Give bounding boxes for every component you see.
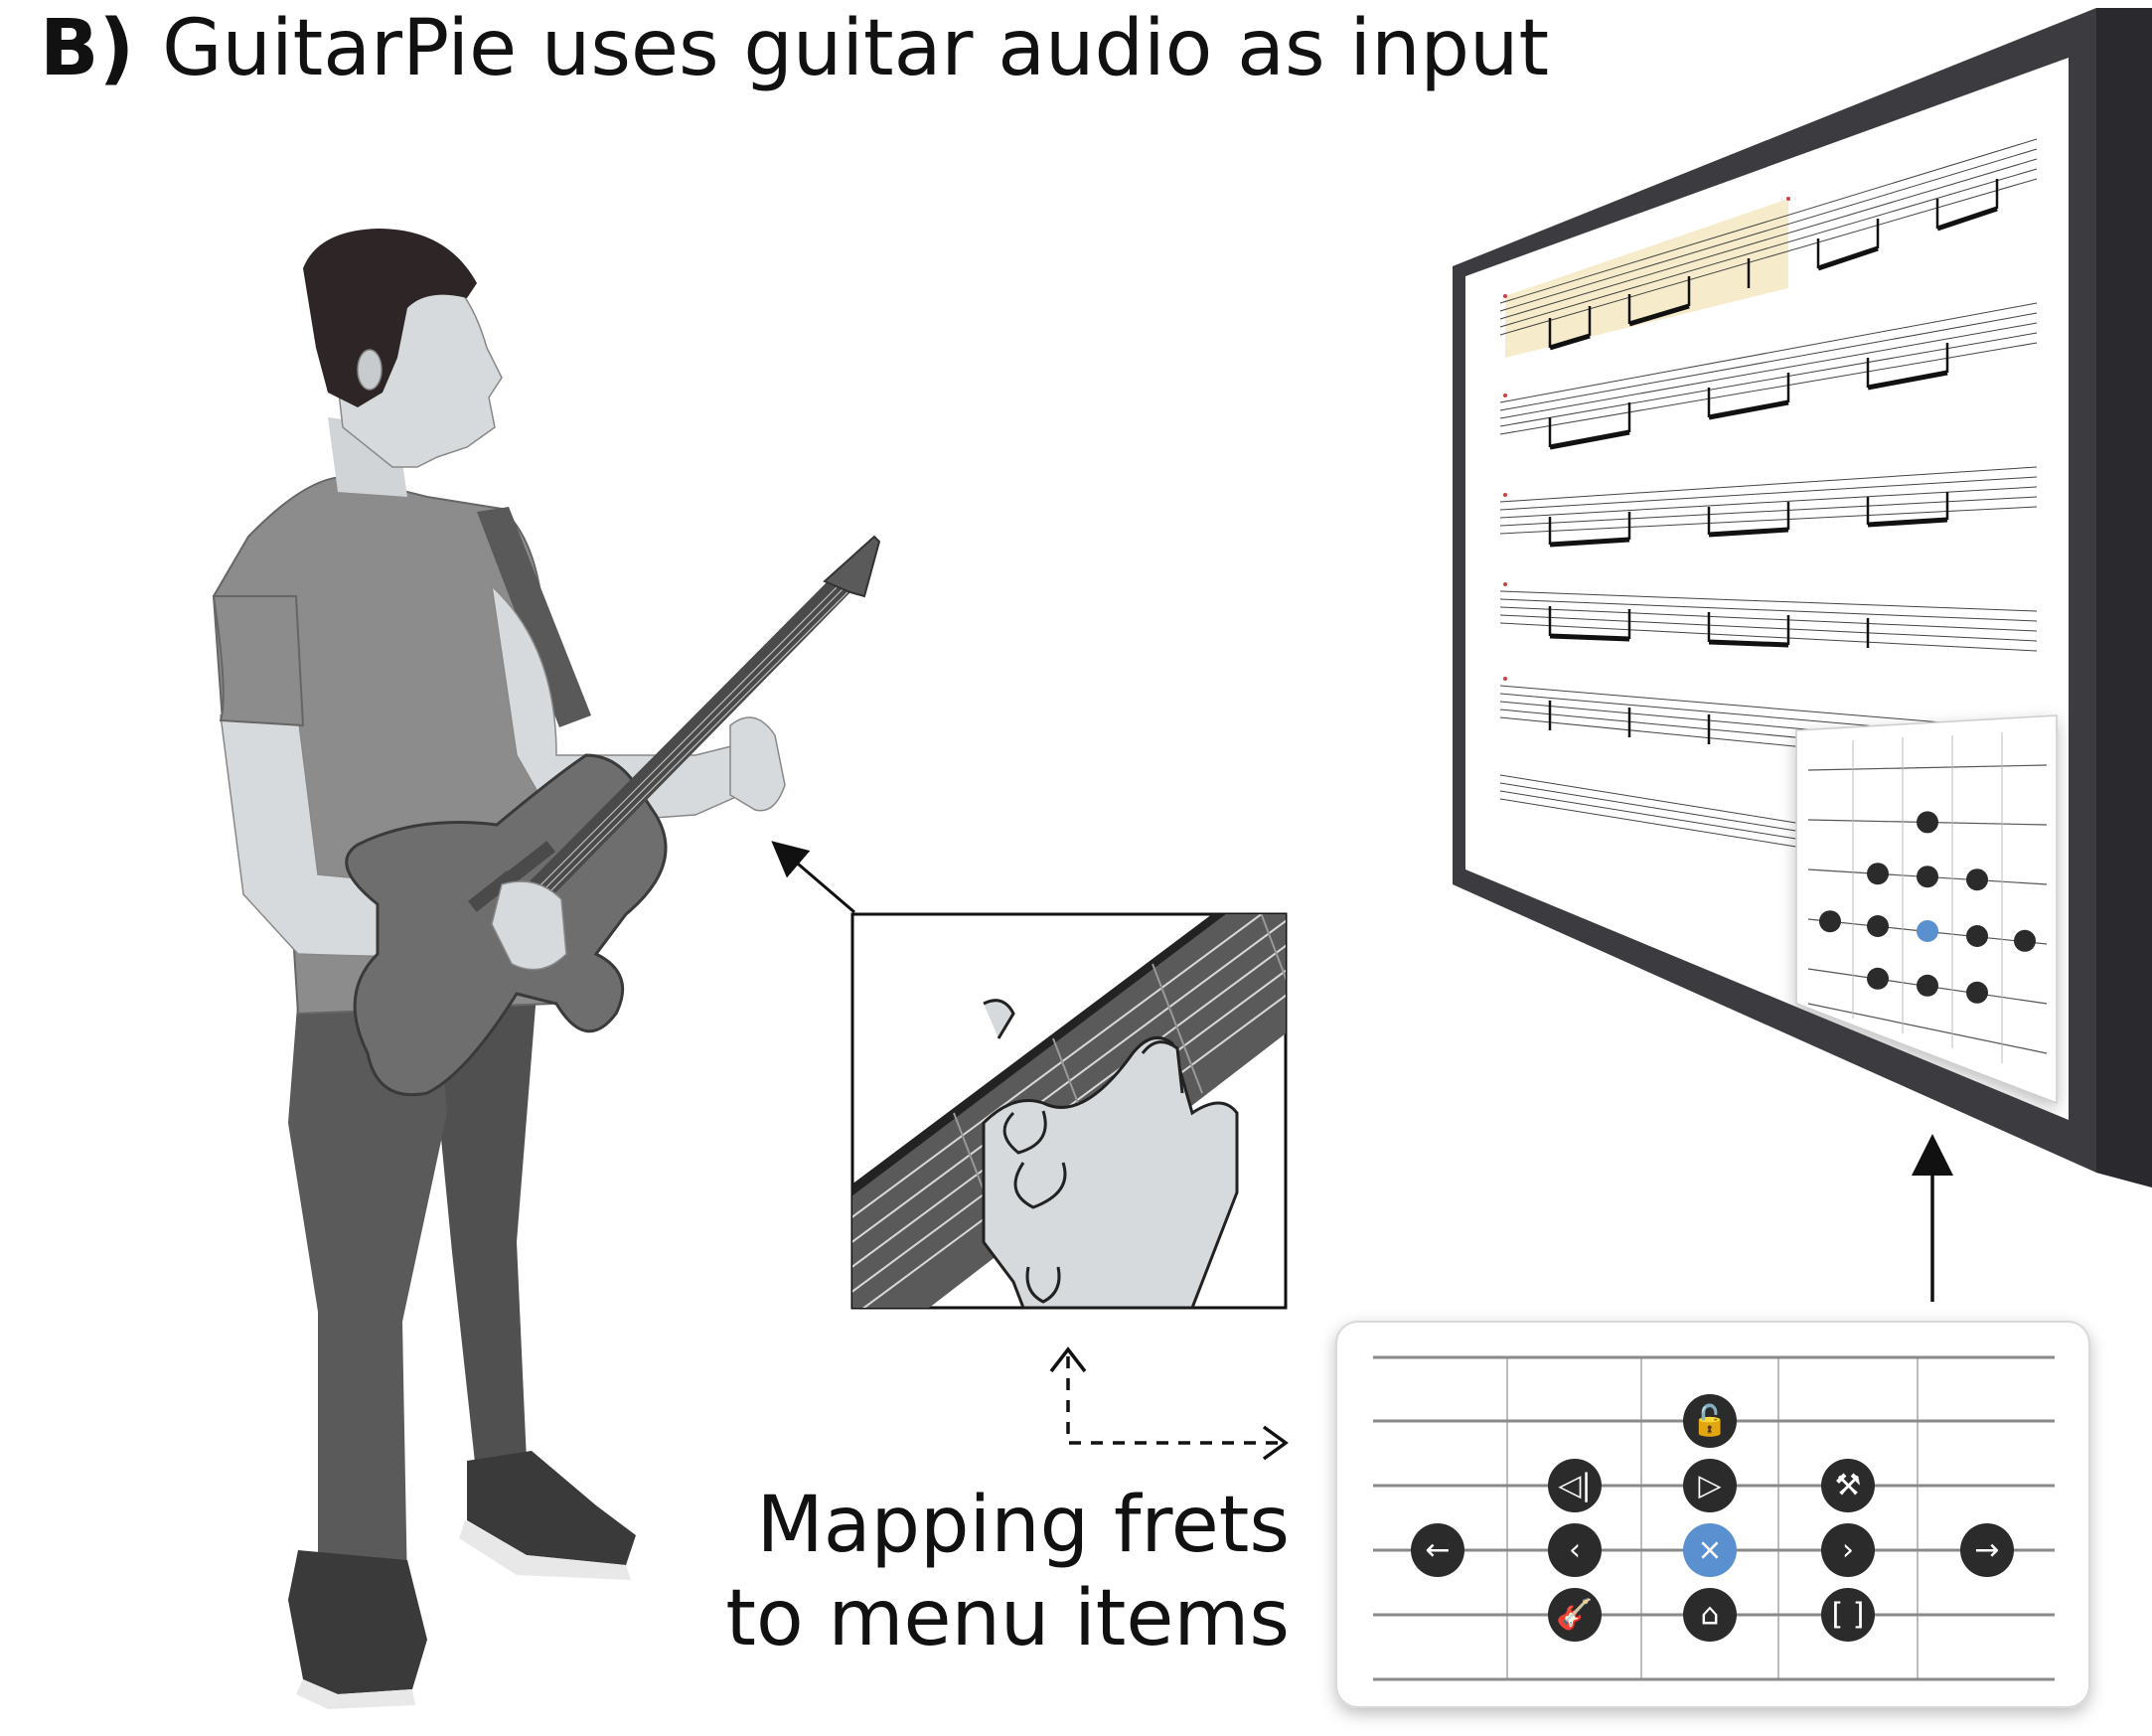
guitarist-front-shoe xyxy=(288,1550,427,1694)
caption-line-1: Mapping frets xyxy=(756,1481,1290,1570)
guitarist-fretting-hand xyxy=(729,716,786,812)
menu-item-guitar[interactable]: 🎸 xyxy=(1548,1588,1602,1642)
playback-highlight xyxy=(1505,199,1788,358)
fretboard-closeup-inset xyxy=(850,912,1288,1310)
guitarist-back-leg xyxy=(427,994,537,1481)
chevron-right-icon: › xyxy=(1842,1533,1854,1568)
skip-back-icon: ◁| xyxy=(1558,1469,1591,1503)
figure-title: B) GuitarPie uses guitar audio as input xyxy=(40,4,1549,93)
menu-item-previous[interactable]: ‹ xyxy=(1548,1523,1602,1577)
menu-item-tools[interactable]: ⚒ xyxy=(1821,1459,1875,1512)
screen-menu-item-forward-arrow-circle xyxy=(2014,929,2036,952)
menu-item-lock[interactable]: 🔓 xyxy=(1683,1394,1737,1448)
menu-item-next-circle xyxy=(1821,1523,1875,1577)
tools-icon: ⚒ xyxy=(1835,1469,1862,1503)
screen-menu-item-play-circle xyxy=(1917,866,1938,888)
screen-menu-item-skip-back-circle xyxy=(1867,863,1889,885)
guitarist-hair xyxy=(303,229,477,407)
screen-menu-overlay xyxy=(1795,714,2058,1105)
screen-menu-item-back-arrow xyxy=(1819,910,1841,933)
screen-menu-item-home-circle xyxy=(1917,974,1938,997)
menu-item-back-arrow[interactable]: ← xyxy=(1411,1523,1464,1577)
chevron-left-icon: ‹ xyxy=(1569,1533,1581,1568)
menu-item-tools-circle xyxy=(1821,1459,1875,1512)
arrow-right-icon: → xyxy=(1974,1533,1999,1568)
menu-item-previous-circle xyxy=(1548,1523,1602,1577)
screen-menu-item-home xyxy=(1917,974,1938,997)
panel-label: B) xyxy=(40,4,135,93)
screen-menu-item-guitar-circle xyxy=(1867,967,1889,990)
close-icon: × xyxy=(1697,1533,1722,1568)
menu-item-close[interactable]: × xyxy=(1683,1523,1737,1577)
inset-to-hand-arrow xyxy=(771,841,855,914)
menu-item-fullscreen[interactable]: [ ] xyxy=(1821,1588,1875,1642)
screen-menu-item-back-arrow-circle xyxy=(1819,910,1841,933)
guitarist-back-shoe xyxy=(467,1451,636,1565)
screen-menu-item-previous-circle xyxy=(1867,915,1889,937)
screen-menu-item-previous xyxy=(1867,915,1889,937)
menu-item-play[interactable]: ▷ xyxy=(1683,1459,1737,1512)
menu-item-skip-back-circle xyxy=(1548,1459,1602,1512)
screen-menu-item-guitar xyxy=(1867,967,1889,990)
monitor-display xyxy=(1453,8,2152,1187)
home-icon: ⌂ xyxy=(1700,1598,1719,1633)
screen-menu-item-tools-circle xyxy=(1966,868,1988,891)
menu-item-play-circle xyxy=(1683,1459,1737,1512)
screen-menu-item-lock xyxy=(1917,811,1938,834)
menu-item-lock-circle xyxy=(1683,1394,1737,1448)
menu-item-back-arrow-circle xyxy=(1411,1523,1464,1577)
play-icon: ▷ xyxy=(1698,1469,1721,1503)
lock-icon: 🔓 xyxy=(1691,1403,1728,1439)
note-marks xyxy=(1548,179,1999,744)
menu-item-home[interactable]: ⌂ xyxy=(1683,1588,1737,1642)
menu-item-forward-arrow[interactable]: → xyxy=(1960,1523,2014,1577)
guitarist-strumming-hand xyxy=(491,880,567,971)
caption-line-2: to menu items xyxy=(725,1574,1290,1663)
fret-menu-panel: 🔓 ◁| ▷ ⚒ ← ‹ × › → 🎸 ⌂ [ ] xyxy=(1335,1321,2090,1708)
menu-item-home-circle xyxy=(1683,1588,1737,1642)
menu-item-guitar-circle xyxy=(1548,1588,1602,1642)
electric-guitar xyxy=(345,535,881,1097)
screen-menu-item-next xyxy=(1966,925,1988,947)
guitarist-front-leg xyxy=(288,994,447,1600)
screen-menu-item-fullscreen-circle xyxy=(1966,981,1988,1004)
mapping-dashed-arrow xyxy=(1066,1356,1282,1445)
menu-item-skip-back[interactable]: ◁| xyxy=(1548,1459,1602,1512)
menu-item-next[interactable]: › xyxy=(1821,1523,1875,1577)
menu-item-forward-arrow-circle xyxy=(1960,1523,2014,1577)
guitar-headstock xyxy=(823,535,881,598)
screen-menu-item-next-circle xyxy=(1966,925,1988,947)
guitar-strap xyxy=(477,507,591,727)
arrow-left-icon: ← xyxy=(1425,1533,1450,1568)
guitar-neck xyxy=(517,576,850,912)
screen-menu-item-close xyxy=(1917,920,1938,942)
menu-item-close-circle xyxy=(1683,1523,1737,1577)
fullscreen-icon: [ ] xyxy=(1832,1598,1865,1633)
title-text: GuitarPie uses guitar audio as input xyxy=(162,4,1550,93)
figure-caption: Mapping frets to menu items xyxy=(725,1479,1290,1665)
screen-menu-item-skip-back xyxy=(1867,863,1889,885)
screen-menu-item-close-circle xyxy=(1917,920,1938,942)
screen-menu-item-play xyxy=(1917,866,1938,888)
screen-menu-item-fullscreen xyxy=(1966,981,1988,1004)
menu-item-fullscreen-circle xyxy=(1821,1588,1875,1642)
guitar-icon: 🎸 xyxy=(1556,1597,1593,1633)
fret-lines xyxy=(1506,1356,1919,1679)
screen-menu-item-tools xyxy=(1966,868,1988,891)
screen-menu-item-forward-arrow xyxy=(2014,929,2036,952)
screen-menu-item-lock-circle xyxy=(1917,811,1938,834)
inset-hand xyxy=(982,1035,1239,1308)
